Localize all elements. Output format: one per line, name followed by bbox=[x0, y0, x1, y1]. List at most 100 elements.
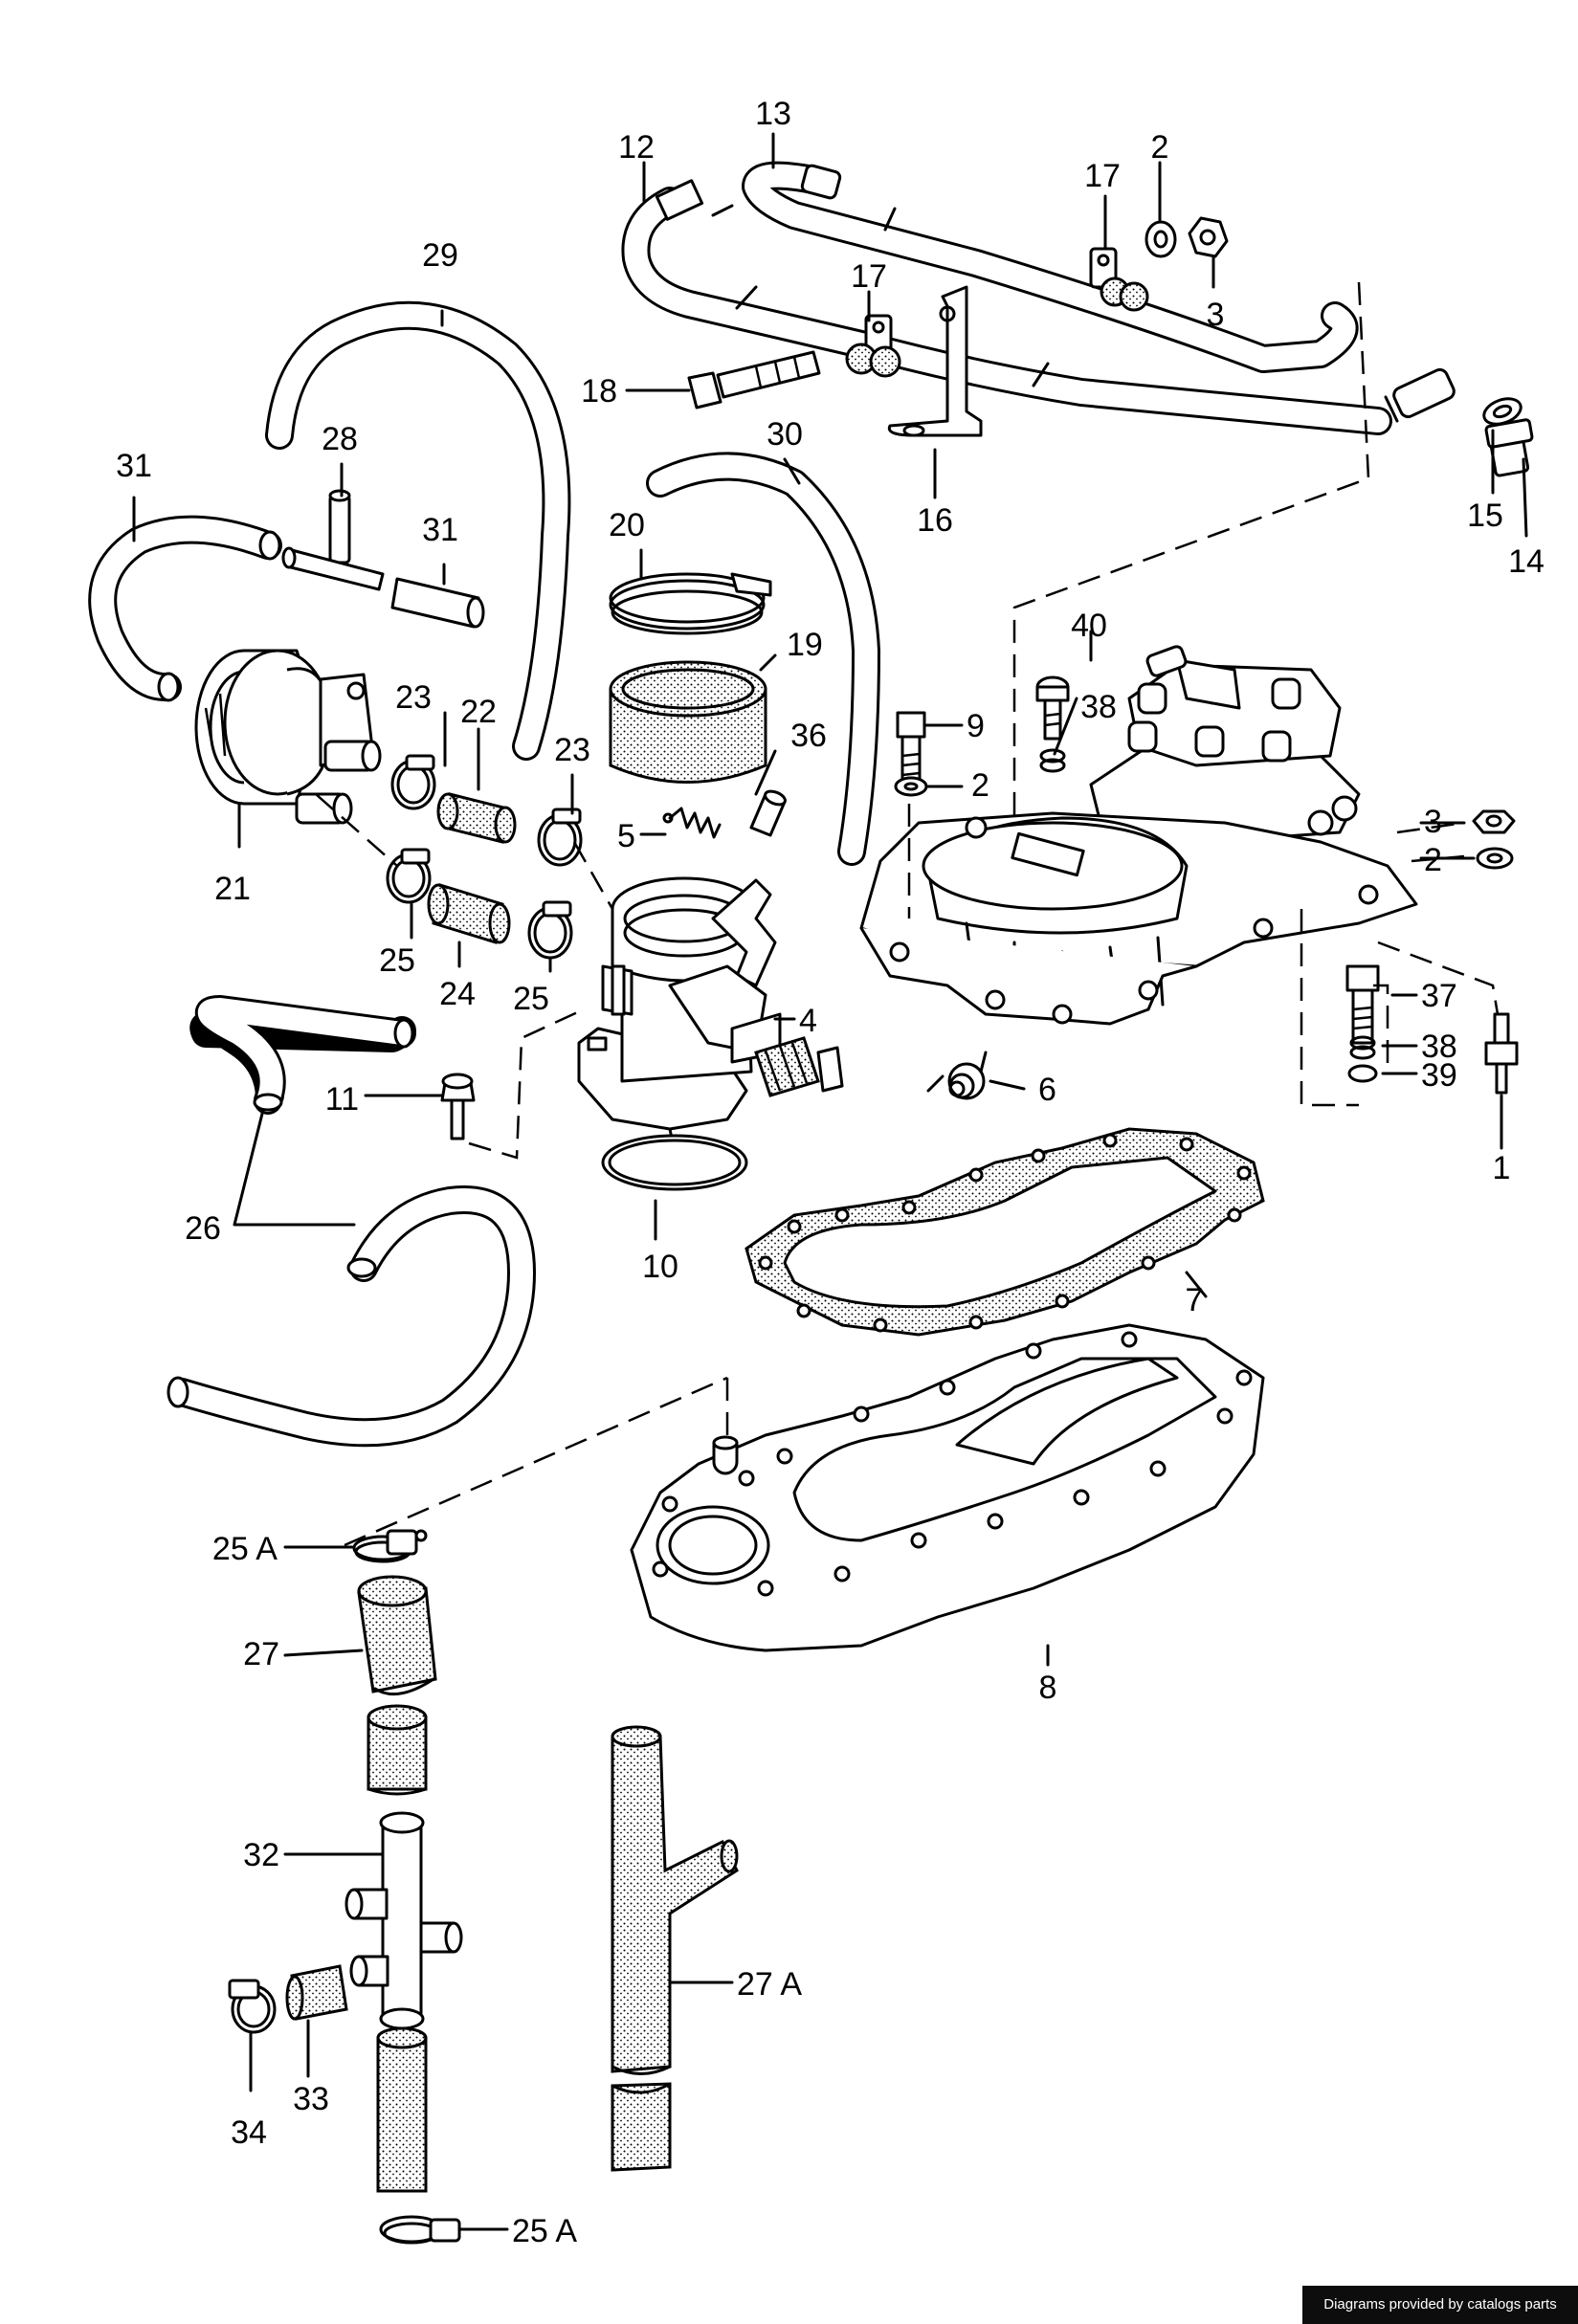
callout-13: 13 bbox=[755, 96, 791, 132]
nut-3-top bbox=[1188, 216, 1229, 258]
callout-33: 33 bbox=[293, 2081, 329, 2117]
air-flow-housing bbox=[859, 811, 1418, 1026]
hose-33 bbox=[285, 1964, 348, 2021]
callout-23: 23 bbox=[554, 732, 590, 768]
intake-distributor-8 bbox=[630, 1323, 1265, 1652]
callout-38: 38 bbox=[1080, 689, 1117, 725]
clamp-17b bbox=[845, 314, 901, 378]
spring-washer-38 bbox=[1349, 1035, 1376, 1060]
hose-22 bbox=[436, 792, 517, 844]
callout-3: 3 bbox=[1207, 297, 1225, 333]
line-breaks bbox=[735, 207, 1399, 423]
hose-31-short bbox=[390, 577, 485, 629]
filter-element-19 bbox=[609, 660, 767, 784]
nipple-1 bbox=[1484, 1012, 1519, 1095]
fuel-line-12 bbox=[621, 179, 1392, 435]
washer-2-left bbox=[894, 776, 928, 797]
hose-clamp-25a bbox=[386, 848, 432, 904]
callout-25: 25 bbox=[379, 942, 415, 979]
sleeve-36 bbox=[749, 789, 787, 837]
hose-30 bbox=[646, 452, 880, 866]
callout-22: 22 bbox=[460, 694, 497, 730]
hose-26-lower bbox=[167, 1184, 536, 1448]
callout-31: 31 bbox=[422, 512, 458, 548]
callout-labels: 1 2 2 2 3 3 4 5 6 7 8 9 10 11 12 13 14 1… bbox=[116, 96, 1545, 2249]
callout-7: 7 bbox=[1186, 1282, 1204, 1318]
hose-clamp-23a bbox=[390, 754, 436, 810]
callout-25A: 25 A bbox=[212, 1531, 278, 1567]
torsion-spring-6 bbox=[926, 1051, 988, 1100]
callout-34: 34 bbox=[231, 2114, 267, 2151]
bolt-9 bbox=[896, 711, 926, 786]
callout-19: 19 bbox=[787, 627, 823, 663]
callout-31: 31 bbox=[116, 448, 152, 484]
callout-2: 2 bbox=[971, 767, 989, 804]
hose-clamp-25A-top bbox=[352, 1529, 428, 1563]
hose-clamp-25b bbox=[527, 900, 573, 960]
callout-25A: 25 A bbox=[512, 2213, 577, 2249]
callout-21: 21 bbox=[214, 871, 251, 907]
nut-3-right bbox=[1472, 809, 1516, 834]
callout-20: 20 bbox=[609, 507, 645, 543]
washer-2-top bbox=[1145, 220, 1177, 258]
callout-26: 26 bbox=[185, 1210, 221, 1247]
bolt-18 bbox=[687, 350, 821, 409]
fuel-line-13 bbox=[742, 161, 1359, 373]
callout-18: 18 bbox=[581, 373, 617, 409]
hose-31 bbox=[88, 515, 282, 702]
callout-36: 36 bbox=[790, 718, 827, 754]
callout-11: 11 bbox=[325, 1081, 359, 1118]
tee-hose-27A bbox=[611, 1725, 739, 2172]
callout-8: 8 bbox=[1039, 1670, 1057, 1706]
washer-15 bbox=[1482, 397, 1522, 426]
callout-28: 28 bbox=[322, 421, 358, 457]
bracket-16 bbox=[887, 285, 983, 437]
callout-27A: 27 A bbox=[737, 1966, 802, 2003]
bolt-40 bbox=[1035, 675, 1070, 741]
callout-9: 9 bbox=[967, 708, 985, 744]
callout-2: 2 bbox=[1151, 129, 1169, 166]
o-ring-10 bbox=[601, 1134, 748, 1191]
callout-6: 6 bbox=[1038, 1072, 1056, 1108]
bolt-37 bbox=[1345, 964, 1380, 1045]
hose-24 bbox=[427, 883, 511, 944]
callout-17: 17 bbox=[1084, 158, 1121, 194]
callout-12: 12 bbox=[618, 129, 655, 166]
hose-clamp-25A-bottom bbox=[379, 2215, 461, 2245]
hose-clamp-23b bbox=[537, 808, 583, 867]
throttle-housing-4 bbox=[577, 876, 844, 1163]
callout-25: 25 bbox=[513, 981, 549, 1017]
leader-lines bbox=[132, 132, 1528, 2231]
tee-32 bbox=[344, 1811, 463, 2030]
bolt-11 bbox=[440, 1073, 476, 1140]
callout-16: 16 bbox=[917, 502, 953, 539]
callout-14: 14 bbox=[1508, 543, 1545, 580]
callout-27: 27 bbox=[243, 1636, 279, 1672]
spring-washer-38-top bbox=[1039, 748, 1066, 773]
callout-4: 4 bbox=[799, 1003, 817, 1039]
callout-29: 29 bbox=[422, 237, 458, 274]
spring-5 bbox=[662, 807, 722, 839]
callout-23: 23 bbox=[395, 679, 432, 716]
clamp-17a bbox=[1089, 247, 1149, 312]
hose-29 bbox=[265, 300, 571, 761]
hose-26-upper bbox=[189, 995, 416, 1115]
callout-37: 37 bbox=[1421, 978, 1457, 1014]
aux-air-valve-21 bbox=[194, 649, 382, 825]
callout-30: 30 bbox=[767, 416, 803, 453]
callout-38: 38 bbox=[1421, 1029, 1457, 1065]
callout-24: 24 bbox=[439, 976, 476, 1012]
hose-27 bbox=[357, 1575, 437, 1796]
callout-2: 2 bbox=[1424, 842, 1442, 878]
washer-39 bbox=[1347, 1064, 1378, 1083]
tee-piece-28 bbox=[281, 489, 385, 591]
callout-39: 39 bbox=[1421, 1057, 1457, 1094]
callout-40: 40 bbox=[1071, 608, 1107, 644]
callout-10: 10 bbox=[642, 1249, 678, 1285]
callout-3: 3 bbox=[1424, 804, 1442, 840]
hose-clamp-34 bbox=[228, 1979, 277, 2034]
gasket-7 bbox=[745, 1127, 1265, 1337]
banjo-fitting-14 bbox=[1392, 367, 1534, 477]
hose-lower-left bbox=[376, 2026, 428, 2193]
